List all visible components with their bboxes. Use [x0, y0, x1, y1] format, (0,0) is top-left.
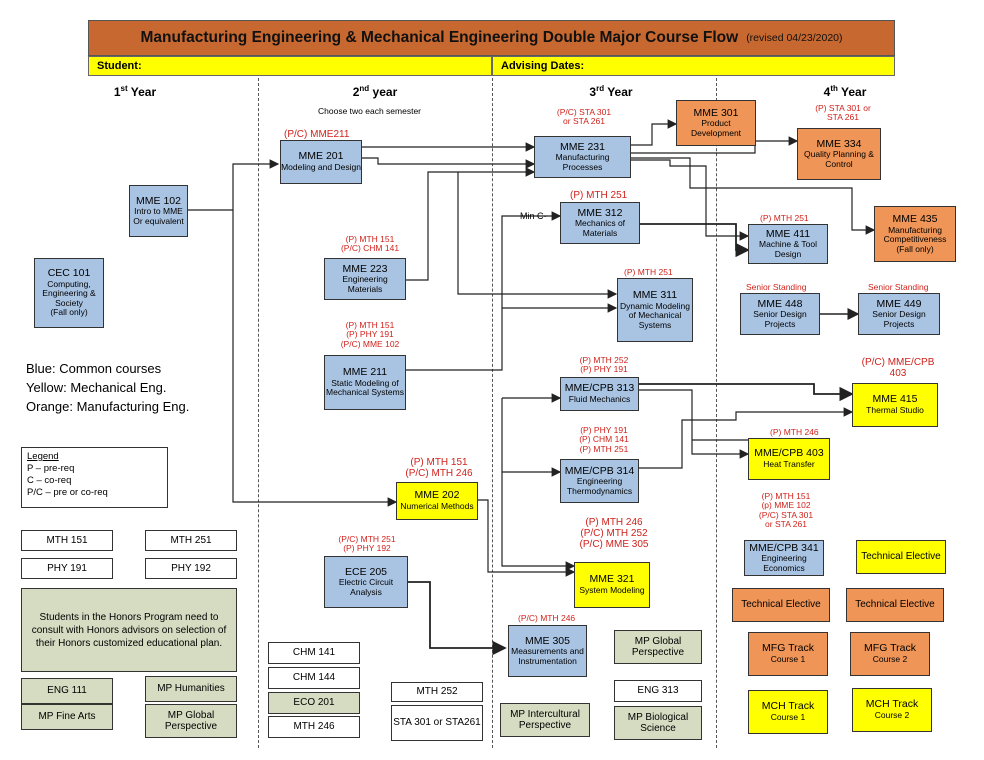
prereq-mme313: (P) MTH 252(P) PHY 191 [579, 355, 629, 375]
course-mp-intercultural[interactable]: MP Intercultural Perspective [500, 703, 590, 737]
honors-note: Students in the Honors Program need to c… [21, 588, 237, 672]
year-3-heading: 3rd Year [589, 84, 633, 99]
prereq-mme311: (P) MTH 251 [624, 267, 673, 277]
course-chm141[interactable]: CHM 141 [268, 642, 360, 664]
course-mp-fine-arts[interactable]: MP Fine Arts [21, 704, 113, 730]
year-1-heading: 1st Year [113, 84, 157, 99]
choose-note: Choose two each semester [318, 106, 421, 116]
year-4-heading: 4th Year [823, 84, 867, 99]
course-mp-global-2[interactable]: MP Global Perspective [614, 630, 702, 664]
title-bar: Manufacturing Engineering & Mechanical E… [88, 20, 895, 56]
advising-label: Advising Dates: [501, 60, 585, 72]
course-mth246[interactable]: MTH 246 [268, 716, 360, 738]
course-mp-biological[interactable]: MP Biological Science [614, 706, 702, 740]
course-mth151[interactable]: MTH 151 [21, 530, 113, 551]
prereq-ece205: (P/C) MTH 251(P) PHY 192 [338, 534, 396, 554]
prereq-mme314: (P) PHY 191(P) CHM 141(P) MTH 251 [579, 425, 629, 454]
technical-elective-3[interactable]: Technical Elective [846, 588, 944, 622]
prereq-mme403: (P) MTH 246 [770, 427, 819, 437]
prereq-mme312: (P) MTH 251 [570, 190, 628, 201]
technical-elective-1[interactable]: Technical Elective [856, 540, 946, 574]
prereq-mme448: Senior Standing [746, 282, 807, 292]
course-eco201[interactable]: ECO 201 [268, 692, 360, 714]
year-2-heading: 2nd year [352, 84, 398, 99]
prereq-mme449: Senior Standing [868, 282, 929, 292]
prereq-mme305: (P/C) MTH 246 [518, 613, 576, 623]
divider-1 [258, 78, 259, 748]
divider-3 [716, 78, 717, 748]
course-mth252[interactable]: MTH 252 [391, 682, 483, 702]
prereq-mme321: (P) MTH 246(P/C) MTH 252(P/C) MME 305 [579, 517, 649, 550]
student-field[interactable]: Student: [88, 56, 492, 76]
course-mth251[interactable]: MTH 251 [145, 530, 237, 551]
student-label: Student: [97, 60, 142, 72]
prereq-mme223: (P) MTH 151(P/C) CHM 141 [340, 234, 400, 254]
course-eng111[interactable]: ENG 111 [21, 678, 113, 704]
technical-elective-2[interactable]: Technical Elective [732, 588, 830, 622]
page-title: Manufacturing Engineering & Mechanical E… [140, 29, 739, 46]
course-mp-global-1[interactable]: MP Global Perspective [145, 704, 237, 738]
course-mp-humanities[interactable]: MP Humanities [145, 676, 237, 702]
prereq-mme411: (P) MTH 251 [760, 213, 809, 223]
revised-date: (revised 04/23/2020) [746, 32, 843, 44]
course-phy192[interactable]: PHY 192 [145, 558, 237, 579]
course-phy191[interactable]: PHY 191 [21, 558, 113, 579]
prereq-mme201: (P/C) MME211 [284, 129, 350, 140]
prereq-mme211: (P) MTH 151(P) PHY 191(P/C) MME 102 [340, 320, 400, 349]
prereq-mme202: (P) MTH 151(P/C) MTH 246 [405, 457, 473, 479]
course-chm144[interactable]: CHM 144 [268, 667, 360, 689]
course-eng313[interactable]: ENG 313 [614, 680, 702, 702]
advising-dates-field[interactable]: Advising Dates: [492, 56, 895, 76]
course-sta301[interactable]: STA 301 or STA261 [391, 705, 483, 741]
divider-2 [492, 78, 493, 748]
min-c-label: Min C- [520, 211, 547, 221]
